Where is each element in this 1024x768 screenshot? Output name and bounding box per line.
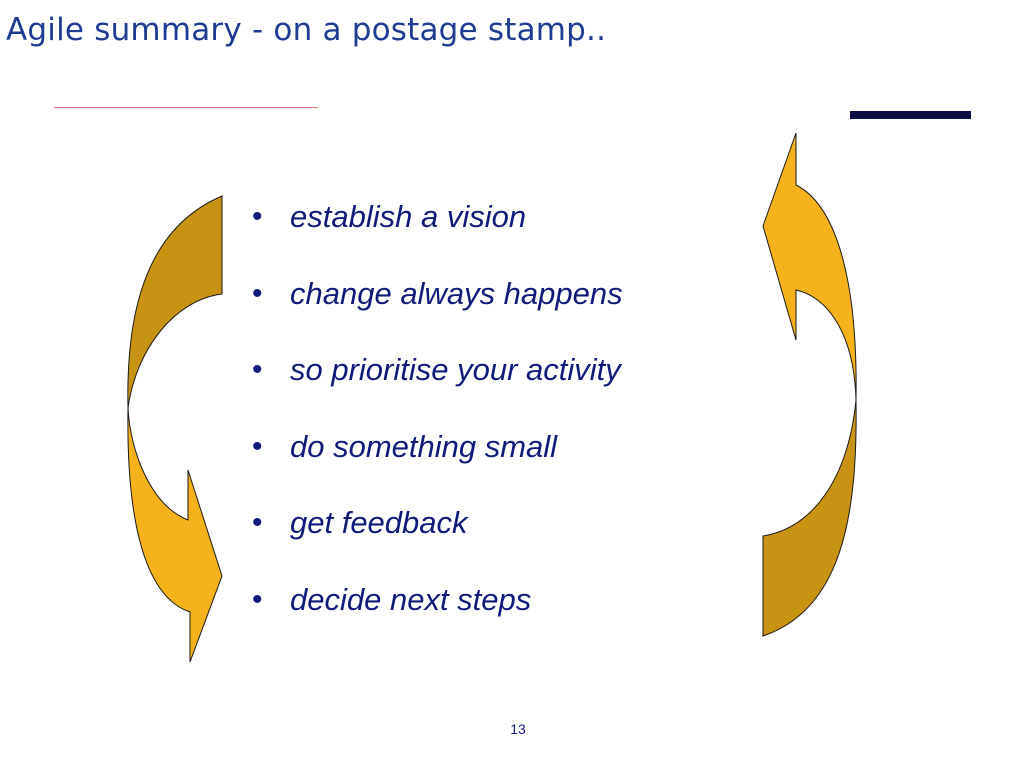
bullet-item: • do something small — [252, 427, 623, 466]
left-arrow-lower — [127, 407, 223, 663]
bullet-item: • establish a vision — [252, 197, 623, 236]
bullet-text: so prioritise your activity — [290, 352, 621, 387]
slide-title: Agile summary - on a postage stamp.. — [6, 12, 607, 48]
page-number: 13 — [510, 721, 526, 737]
bullet-item: • decide next steps — [252, 580, 623, 619]
left-arrow-upper — [127, 195, 223, 409]
bullet-symbol: • — [252, 582, 263, 616]
bullet-item: • get feedback — [252, 503, 623, 542]
bullet-symbol: • — [252, 200, 263, 233]
bullet-symbol: • — [252, 276, 263, 310]
bullet-text: do something small — [290, 428, 558, 464]
bullet-text: establish a vision — [290, 199, 527, 234]
title-underline — [54, 107, 318, 108]
right-arrow-upper — [762, 132, 857, 401]
bullet-text: get feedback — [290, 505, 468, 540]
bullet-symbol: • — [252, 353, 263, 386]
bullet-symbol: • — [252, 429, 263, 463]
bullet-item: • so prioritise your activity — [252, 350, 623, 389]
right-arrow-lower — [762, 399, 857, 637]
bullet-item: • change always happens — [252, 274, 623, 313]
bullet-text: change always happens — [290, 275, 623, 311]
bullet-text: decide next steps — [290, 581, 532, 617]
corner-bar — [850, 111, 971, 119]
bullet-list: • establish a vision • change always happe… — [252, 197, 623, 656]
bullet-symbol: • — [252, 506, 263, 539]
